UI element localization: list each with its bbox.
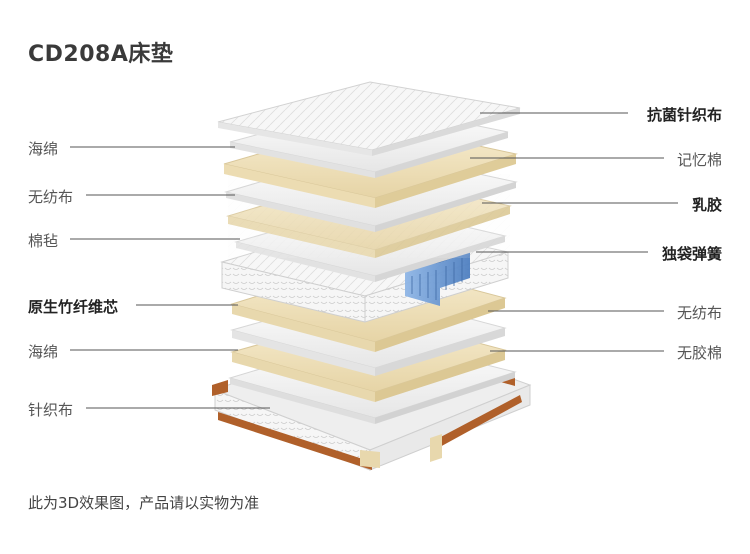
label-knit-bottom: 针织布 xyxy=(28,401,74,419)
layer-knit-top xyxy=(217,81,521,156)
label-sponge-bottom: 海绵 xyxy=(28,343,59,361)
label-nonwoven-left: 无纺布 xyxy=(28,188,74,206)
label-bamboo-core: 原生竹纤维芯 xyxy=(28,298,119,316)
leader-lines-left xyxy=(70,146,270,409)
leader-lines-right xyxy=(470,112,678,352)
label-pocket-springs: 独袋弹簧 xyxy=(661,245,722,263)
label-glue-free-cotton: 无胶棉 xyxy=(676,344,722,362)
label-antibacterial-knit: 抗菌针织布 xyxy=(646,106,722,124)
label-latex: 乳胶 xyxy=(691,196,722,214)
label-felt: 棉毡 xyxy=(28,232,59,250)
label-nonwoven-right: 无纺布 xyxy=(676,304,722,322)
label-memory-foam: 记忆棉 xyxy=(676,151,722,169)
disclaimer-text: 此为3D效果图，产品请以实物为准 xyxy=(28,494,260,512)
label-sponge-top: 海绵 xyxy=(28,140,59,158)
page-title: CD208A床垫 xyxy=(28,42,174,67)
